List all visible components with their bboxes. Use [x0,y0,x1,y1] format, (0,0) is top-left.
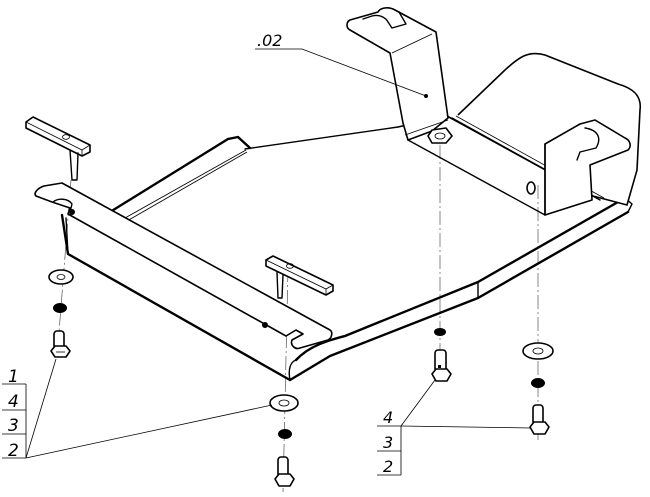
callout-left-item-4: 2 [8,441,19,461]
bolt [50,330,71,358]
bolt [529,404,550,435]
callout-right-item-1: 4 [383,408,393,427]
fastener-stack-left [48,269,74,358]
leader-lines [25,48,532,459]
spring-washer [278,429,292,439]
fastener-stack-right [522,342,554,435]
washer [269,394,299,412]
spring-washer [531,378,545,388]
bolt [274,456,295,487]
callout-right-item-2: 3 [383,433,393,452]
skid-plate [34,7,642,382]
callout-right-item-3: 2 [383,457,393,476]
rail-hole [262,322,268,328]
fastener-stack-middle-right [431,349,452,382]
washer [48,269,74,285]
bolt [431,349,452,382]
clamp-bar-left [25,116,91,181]
rail-hole [69,209,75,215]
part-label-02: .02 [257,31,282,50]
clamp-bar-right [265,255,334,299]
callout-right: 4 3 2 [377,408,402,476]
callout-left-item-2: 4 [8,392,19,412]
washer [522,342,554,360]
callout-left-item-3: 3 [8,416,19,436]
callout-left-item-1: 1 [8,367,19,387]
spring-washer [53,303,67,313]
callout-left: 1 4 3 2 [2,367,27,461]
nut-top [427,127,453,144]
fastener-stack-center [269,394,299,487]
